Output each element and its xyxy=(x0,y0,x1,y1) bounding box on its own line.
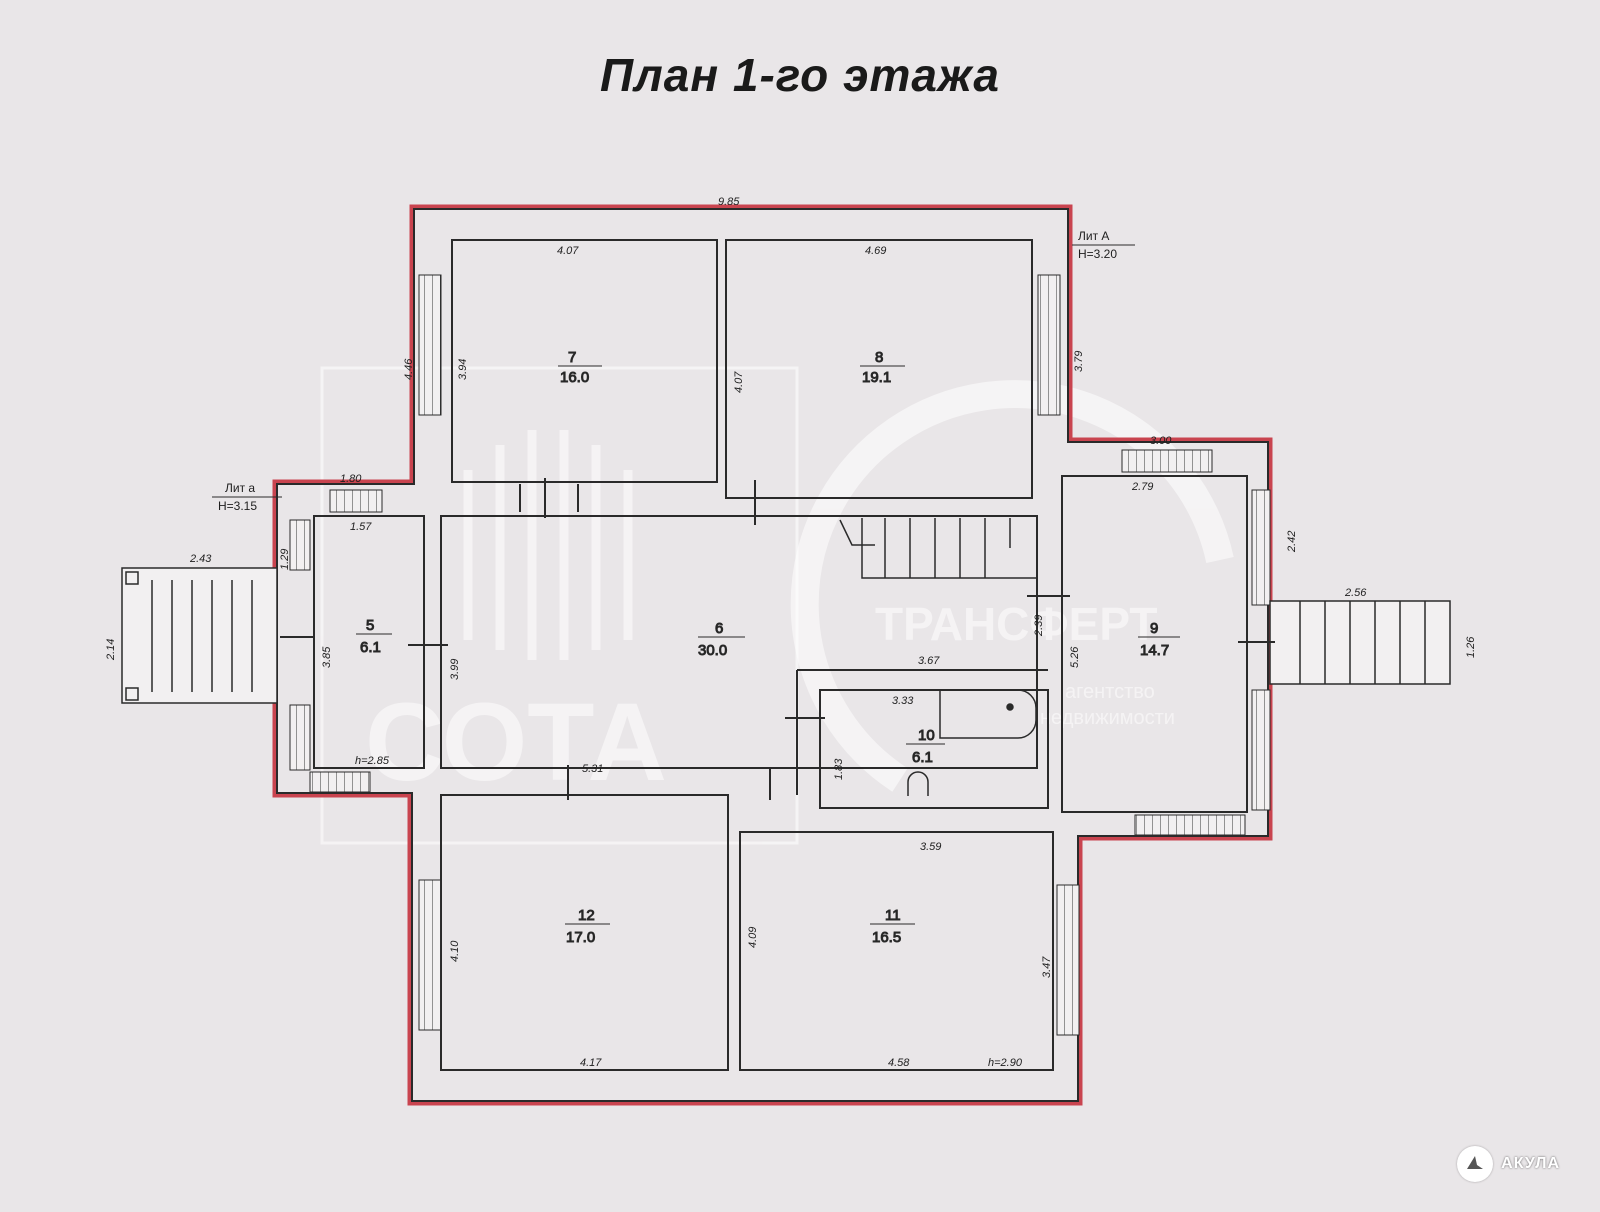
room-labels: 7 16.0 8 19.1 5 6.1 6 30.0 9 14.7 10 6.1… xyxy=(356,349,1180,947)
room-8 xyxy=(725,239,1033,499)
window-7 xyxy=(418,274,442,416)
window-9-top xyxy=(1121,449,1213,473)
watermark-transfert-text: ТРАНСФЕРТ xyxy=(875,598,1158,650)
bathtub xyxy=(939,689,1037,739)
dim-h-285: h=2.85 xyxy=(355,755,390,767)
dim-top-total: 9.85 xyxy=(718,196,740,208)
dim-r9-inner-top: 2.79 xyxy=(1131,481,1153,493)
porch-right xyxy=(1269,600,1451,685)
shark-icon xyxy=(1457,1146,1494,1182)
dim-lit-a-width-outer: 1.80 xyxy=(340,473,362,485)
room-9-number: 9 xyxy=(1150,620,1158,637)
room-5-number: 5 xyxy=(366,617,374,634)
lit-a-small-name: Лит а xyxy=(225,481,255,495)
lit-a-height: H=3.20 xyxy=(1078,247,1117,261)
dim-r5-height: 3.85 xyxy=(321,646,333,668)
window-11 xyxy=(1056,884,1080,1036)
room-12-number: 12 xyxy=(578,907,595,924)
window-8 xyxy=(1037,274,1061,416)
room-11 xyxy=(739,831,1054,1071)
watermark-sota-text: СОТА xyxy=(365,681,667,804)
window-12 xyxy=(418,879,442,1031)
akula-brand[interactable]: АКУЛА xyxy=(1457,1146,1560,1182)
dim-r8-right-outer: 3.79 xyxy=(1073,351,1085,372)
dim-bath-height: 1.83 xyxy=(833,758,845,780)
lit-a-small-label: Лит а H=3.15 xyxy=(212,481,282,513)
window-9-bottom xyxy=(1134,814,1246,836)
dim-r11-right-height: 3.47 xyxy=(1041,956,1053,978)
window-5-bottom xyxy=(309,771,371,793)
window-9-right-bot xyxy=(1251,689,1271,811)
dim-r6-left-height: 3.99 xyxy=(449,659,461,680)
doors xyxy=(280,478,1275,800)
room-8-number: 8 xyxy=(875,349,883,366)
room-7 xyxy=(451,239,718,483)
dim-h-290: h=2.90 xyxy=(988,1057,1023,1069)
dim-r12-bottom: 4.17 xyxy=(580,1057,602,1069)
dim-bath-top: 3.67 xyxy=(918,655,940,667)
dim-r9-height: 5.26 xyxy=(1069,646,1081,668)
room-7-number: 7 xyxy=(568,349,576,366)
lit-a-label: Лит А H=3.20 xyxy=(1072,229,1135,261)
window-5-top xyxy=(329,489,383,513)
room-10-area: 6.1 xyxy=(912,749,933,766)
dim-r8-width: 4.69 xyxy=(865,245,886,257)
porch-left xyxy=(121,567,278,704)
room-7-area: 16.0 xyxy=(560,369,589,386)
dim-r7-height: 3.94 xyxy=(457,359,469,380)
dim-left-upper-outer: 4.46 xyxy=(403,358,415,380)
watermark-sota: СОТА xyxy=(320,366,799,845)
staircase xyxy=(839,518,1037,579)
outer-contour xyxy=(272,204,1273,1106)
room-6 xyxy=(440,515,1038,769)
dim-bath-width: 3.33 xyxy=(892,695,914,707)
toilet xyxy=(907,771,929,796)
room-9-area: 14.7 xyxy=(1140,642,1169,659)
window-9-right-top xyxy=(1251,489,1271,606)
dim-r6-bottom: 5.31 xyxy=(582,763,603,775)
watermark-transfert-sub1: агентство xyxy=(1065,681,1155,703)
room-10-number: 10 xyxy=(918,727,935,744)
lit-a-small-height: H=3.15 xyxy=(218,499,257,513)
room-5-area: 6.1 xyxy=(360,639,381,656)
watermark-transfert-sub2: недвижимости xyxy=(1040,707,1175,729)
room-6-number: 6 xyxy=(715,620,723,637)
dim-r11-top: 3.59 xyxy=(920,841,941,853)
windows xyxy=(289,274,1271,1036)
dim-r8-left-height: 4.07 xyxy=(733,371,745,393)
dim-r7-width: 4.07 xyxy=(557,245,579,257)
dim-r11-bottom: 4.58 xyxy=(888,1057,910,1069)
dim-r11-left-height: 4.09 xyxy=(747,927,759,948)
room-12-area: 17.0 xyxy=(566,929,595,946)
room-11-number: 11 xyxy=(885,907,901,924)
dim-r9-side-outer: 2.42 xyxy=(1286,531,1298,553)
window-5-left-bot xyxy=(289,704,311,771)
dim-lit-a-width-inner: 1.57 xyxy=(350,521,372,533)
dim-porch-left-height: 2.14 xyxy=(105,639,117,661)
dim-porch-right-height: 1.26 xyxy=(1465,636,1477,658)
room-10 xyxy=(819,689,1049,809)
room-5 xyxy=(313,515,425,769)
lit-a-name: Лит А xyxy=(1078,229,1109,243)
dim-porch-right-width: 2.56 xyxy=(1344,587,1367,599)
plan-title: План 1-го этажа xyxy=(600,49,1000,101)
room-8-area: 19.1 xyxy=(862,369,891,386)
room-9 xyxy=(1061,475,1248,813)
window-5-left-top xyxy=(289,519,311,571)
dimension-labels: 9.85 4.07 4.69 3.94 4.07 3.79 4.46 1.80 … xyxy=(105,196,1477,1069)
dim-porch-left-width: 2.43 xyxy=(189,553,212,565)
room-11-area: 16.5 xyxy=(872,929,901,946)
outer-wall xyxy=(276,208,1269,1102)
brand-label: АКУЛА xyxy=(1501,1155,1560,1172)
room-6-area: 30.0 xyxy=(698,642,727,659)
dim-stair-area-height: 2.39 xyxy=(1033,615,1045,637)
dim-r9-outer-top: 3.00 xyxy=(1150,435,1172,447)
dim-lit-a-side: 1.29 xyxy=(279,549,291,570)
dim-r12-height: 4.10 xyxy=(449,940,461,962)
